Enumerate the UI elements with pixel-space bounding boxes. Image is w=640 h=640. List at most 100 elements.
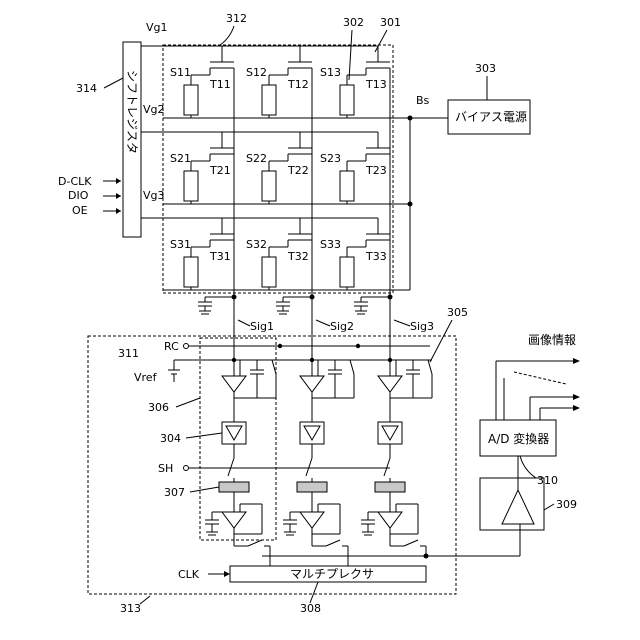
integrator-channel-2 (300, 320, 354, 422)
t13-label: T13 (365, 78, 387, 91)
leader-302 (349, 30, 352, 80)
leader-306 (176, 398, 200, 407)
vg2-label: Vg2 (143, 103, 165, 116)
s32-label: S32 (246, 238, 267, 251)
vg3-label: Vg3 (143, 189, 165, 202)
integrator-channel-3 (378, 320, 432, 422)
s21-label: S21 (170, 152, 191, 165)
bias-junction-2 (408, 202, 413, 207)
ref-303: 303 (475, 62, 496, 75)
t12-label: T12 (287, 78, 309, 91)
junction-sig3-cap (388, 295, 393, 300)
cell-12: S12 T12 (246, 46, 312, 118)
cell-32: S32 T32 (246, 218, 312, 290)
clk-arrow (224, 571, 230, 577)
t31-label: T31 (209, 250, 231, 263)
signal-line-capacitor-2 (276, 297, 312, 314)
ref-313: 313 (120, 602, 141, 615)
leader-307 (190, 487, 219, 492)
t33-label: T33 (365, 250, 387, 263)
photodiode-s23 (340, 171, 354, 201)
shift-register-label: シフトレジスタ (125, 70, 139, 154)
t32-label: T32 (287, 250, 309, 263)
ref-305: 305 (447, 306, 468, 319)
photodiode-s11 (184, 85, 198, 115)
leader-sig1 (238, 320, 250, 326)
ref-301: 301 (380, 16, 401, 29)
rc-junction-2 (356, 344, 360, 348)
sh-label: SH (158, 462, 173, 475)
ref-302: 302 (343, 16, 364, 29)
ref-314: 314 (76, 82, 97, 95)
junction-sig1-cap (232, 295, 237, 300)
signal-line-capacitor-1 (198, 297, 234, 314)
t23-label: T23 (365, 164, 387, 177)
integrator-amp-1 (222, 376, 246, 392)
s12-label: S12 (246, 66, 267, 79)
photodiode-s22 (262, 171, 276, 201)
bias-power-label: バイアス電源 (455, 110, 527, 124)
oe-label: OE (72, 204, 88, 217)
leader-309 (544, 504, 554, 510)
multiplexer-label: マルチプレクサ (290, 567, 374, 581)
cell-21: S21 T21 (170, 132, 234, 204)
s33-label: S33 (320, 238, 341, 251)
cell-13: S13 T13 (320, 46, 390, 118)
cell-11: S11 T11 (170, 46, 234, 118)
leader-314 (104, 78, 123, 88)
mux-switch-1 (234, 540, 270, 556)
s13-label: S13 (320, 66, 341, 79)
sig2-label: Sig2 (330, 320, 354, 333)
rc-label: RC (164, 340, 179, 353)
leader-sig2 (316, 320, 330, 326)
leader-sig3 (394, 320, 410, 326)
clk-label: CLK (178, 568, 200, 581)
sig3-label: Sig3 (410, 320, 434, 333)
oe-arrow (116, 208, 121, 214)
photodiode-s13 (340, 85, 354, 115)
dio-label: DIO (68, 189, 89, 202)
dio-arrow (116, 193, 121, 199)
d-clk-label: D-CLK (58, 175, 92, 188)
bs-label: Bs (416, 94, 430, 107)
s23-label: S23 (320, 152, 341, 165)
photodiode-s12 (262, 85, 276, 115)
rc-terminal (184, 344, 189, 349)
leader-313 (140, 596, 150, 604)
cell-31: S31 T31 (170, 218, 234, 290)
mux-switch-3 (390, 540, 426, 556)
ref-306: 306 (148, 401, 169, 414)
ref-307: 307 (164, 486, 185, 499)
photodiode-s31 (184, 257, 198, 287)
vg1-label: Vg1 (146, 21, 168, 34)
leader-312 (220, 26, 234, 45)
pixel-array-boundary (163, 45, 393, 293)
sh-switch-body-2 (297, 482, 327, 492)
integrator-amp-2 (300, 376, 324, 392)
hold-stage-2 (283, 492, 340, 546)
s11-label: S11 (170, 66, 191, 79)
s31-label: S31 (170, 238, 191, 251)
hold-stage-1 (205, 492, 262, 546)
bias-junction-1 (408, 116, 413, 121)
cell-23: S23 T23 (320, 132, 390, 204)
ref-304: 304 (160, 432, 181, 445)
s22-label: S22 (246, 152, 267, 165)
signal-line-capacitor-3 (354, 297, 390, 314)
cell-33: S33 T33 (320, 218, 390, 290)
leader-304 (186, 433, 222, 438)
image-info-outputs (496, 358, 580, 420)
integrator-amp-3 (378, 376, 402, 392)
cell-22: S22 T22 (246, 132, 312, 204)
photodiode-s21 (184, 171, 198, 201)
t22-label: T22 (287, 164, 309, 177)
ref-310: 310 (537, 474, 558, 487)
sig1-label: Sig1 (250, 320, 274, 333)
integrator-channel-1 (222, 320, 276, 422)
leader-301 (375, 30, 387, 52)
ref-309: 309 (556, 498, 577, 511)
ref-308: 308 (300, 602, 321, 615)
sh-terminal (184, 466, 189, 471)
photodiode-s33 (340, 257, 354, 287)
